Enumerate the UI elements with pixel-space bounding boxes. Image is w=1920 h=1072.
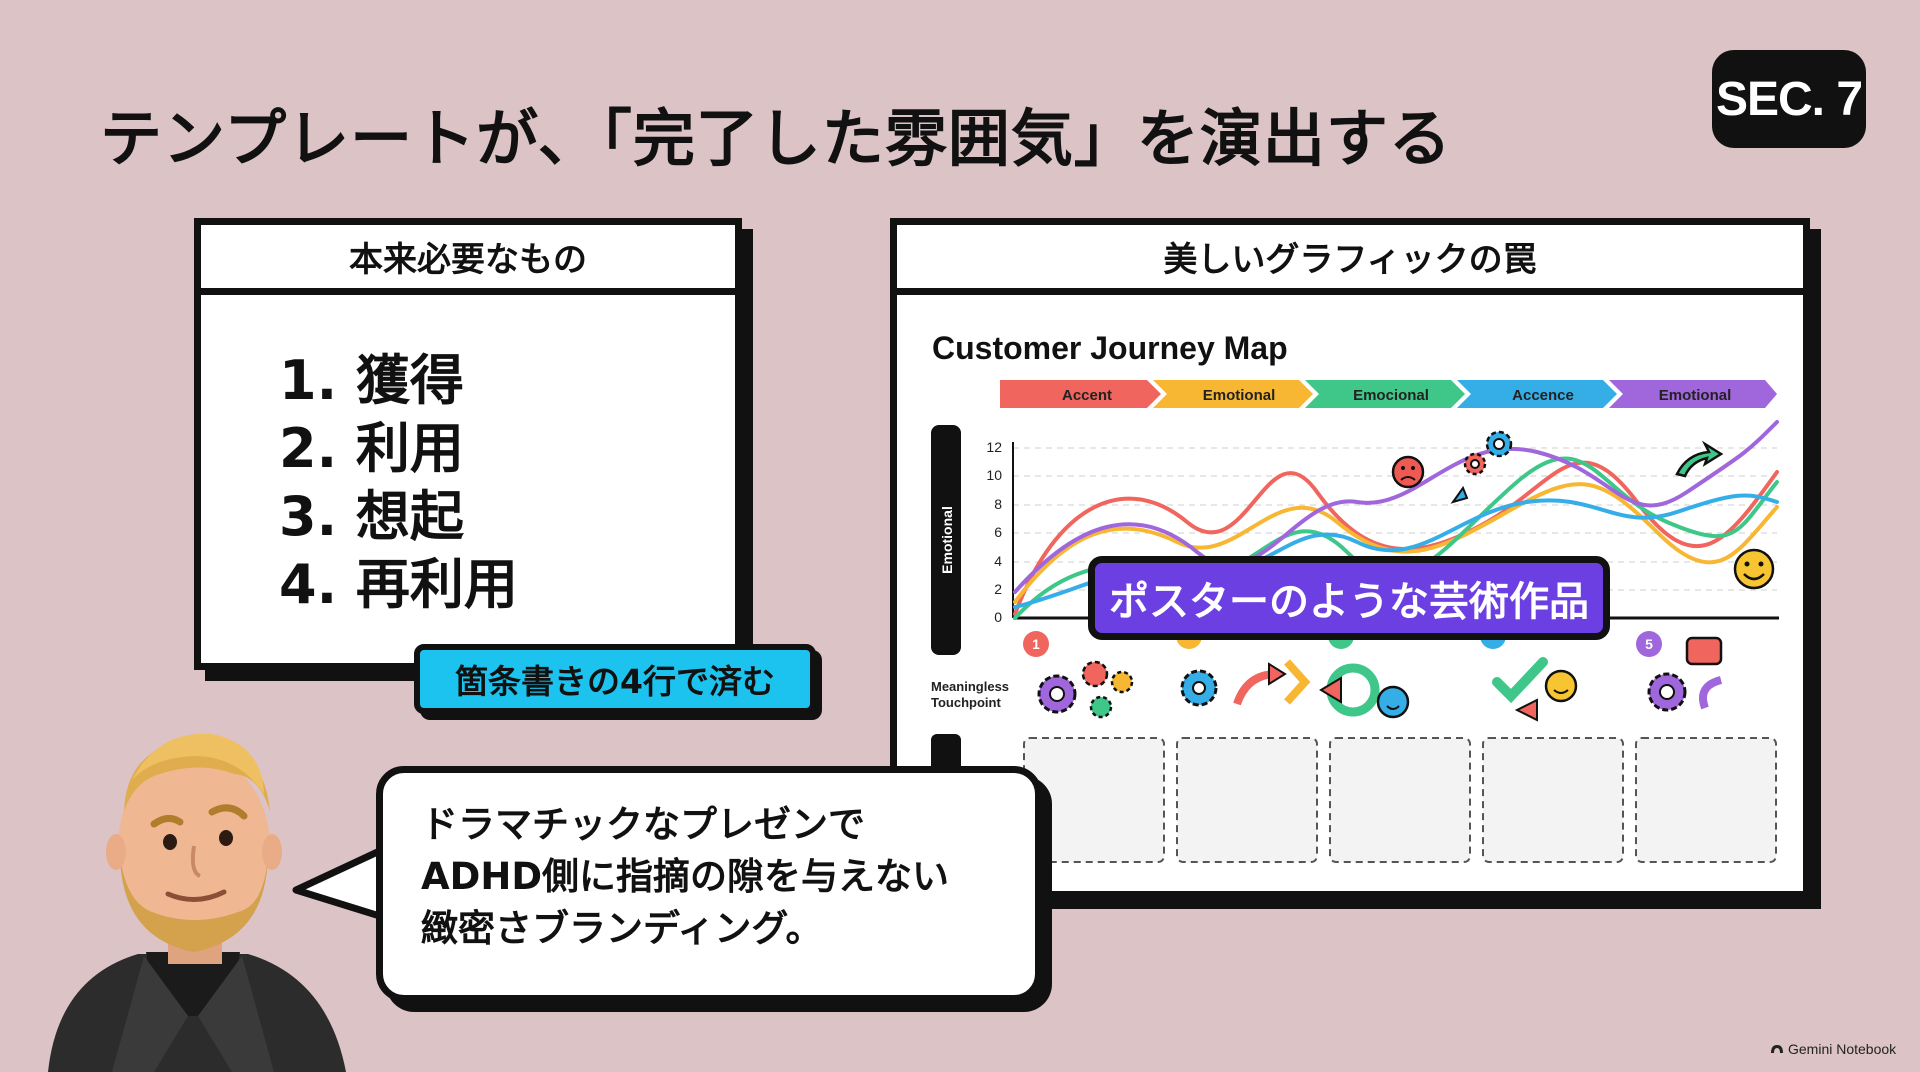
bubble-line: 緻密さブランディング。 (421, 907, 823, 950)
touchpoint-box (1482, 737, 1624, 863)
bubble-line: ADHD側に指摘の隙を与えない (421, 855, 950, 898)
stage-label: Accent (1062, 387, 1112, 404)
step-marker-5: 5 (1636, 631, 1662, 657)
touchpoint-label: Meaningless (931, 679, 1009, 694)
stage-chevron-2 (1153, 380, 1313, 408)
gear-chat-icon (1647, 636, 1723, 712)
stage-chevron-3 (1305, 380, 1465, 408)
speech-bubble-tail (292, 844, 390, 922)
y-ticks: 12 10 8 6 4 2 0 (986, 439, 1002, 625)
touchpoint-label: Touchpoint (931, 695, 1001, 710)
gear-arrows-icon (1180, 659, 1311, 707)
stage-label: Accence (1512, 387, 1574, 404)
speech-bubble: ドラマチックなプレゼンで ADHD側に指摘の隙を与えない 緻密さブランディング。 (376, 766, 1042, 1002)
y-tick: 2 (994, 581, 1002, 597)
y-tick: 0 (994, 609, 1002, 625)
curve-yellow (1013, 482, 1779, 604)
y-tick: 4 (994, 553, 1002, 569)
graphic-trap-header: 美しいグラフィックの罠 (897, 225, 1803, 295)
stage-label: Emotional (1659, 387, 1732, 404)
bubble-line: ドラマチックなプレゼンで (421, 803, 865, 846)
watermark-text: Gemini Notebook (1788, 1041, 1897, 1057)
y-tick: 12 (986, 439, 1002, 455)
y-axis-bar (931, 425, 961, 655)
graphic-trap-panel: 美しいグラフィックの罠 Customer Journey Map Accent … (890, 218, 1810, 898)
stage-chevron-4 (1457, 380, 1617, 408)
list-item: 2. 利用 (279, 417, 464, 480)
watermark: Gemini Notebook (1770, 1041, 1896, 1057)
curve-purple (1013, 420, 1779, 594)
journey-map-illustration: Customer Journey Map Accent Emotional Em… (931, 330, 1779, 863)
poster-artwork-banner: ポスターのような芸術作品 (1088, 556, 1610, 640)
list-item: 4. 再利用 (279, 553, 518, 616)
stage-label: Emotional (1203, 387, 1276, 404)
needs-list: 1. 獲得 2. 利用 3. 想起 4. 再利用 (279, 347, 518, 619)
touchpoint-box (1023, 737, 1165, 863)
gear-icon (1463, 452, 1487, 476)
stage-label: Emocional (1353, 387, 1429, 404)
needs-panel: 本来必要なもの 1. 獲得 2. 利用 3. 想起 4. 再利用 (194, 218, 742, 670)
y-tick: 8 (994, 496, 1002, 512)
list-item: 3. 想起 (279, 485, 464, 548)
step-number: 1 (1032, 636, 1040, 652)
touchpoint-box (1176, 737, 1318, 863)
y-tick: 10 (986, 467, 1002, 483)
arrow-icon (1450, 485, 1469, 504)
gear-icon (1485, 430, 1513, 458)
sad-face-icon (1391, 455, 1425, 489)
stage-chevron-5 (1609, 380, 1777, 408)
journey-map-title: Customer Journey Map (932, 330, 1288, 366)
notebook-logo-icon (1771, 1045, 1783, 1053)
curve-red (1013, 460, 1779, 616)
touchpoint-box (1635, 737, 1777, 863)
y-tick: 6 (994, 524, 1002, 540)
refresh-arrow-icon (1319, 663, 1410, 719)
list-item: 1. 獲得 (279, 349, 464, 412)
needs-panel-header: 本来必要なもの (201, 225, 735, 295)
stage-ribbon: Accent Emotional Emocional Accence Emoti… (1000, 380, 1777, 408)
check-smile-icon (1492, 657, 1578, 722)
touchpoint-boxes (1023, 737, 1777, 863)
y-axis-label: Emotional (939, 506, 955, 574)
happy-face-icon (1733, 548, 1775, 590)
gear-cluster-icon (1037, 660, 1134, 719)
slide-title: テンプレートが、「完了した雰囲気」を演出する (100, 102, 1452, 175)
arrow-up-icon (1675, 440, 1724, 478)
section-badge: SEC. 7 (1712, 50, 1866, 148)
touchpoint-box (1329, 737, 1471, 863)
step-number: 5 (1645, 636, 1653, 652)
step-marker-1: 1 (1023, 631, 1049, 657)
four-lines-tag: 箇条書きの4行で済む (414, 644, 816, 714)
bearded-man-avatar (48, 733, 346, 1072)
stage-chevron-1 (1000, 380, 1161, 408)
